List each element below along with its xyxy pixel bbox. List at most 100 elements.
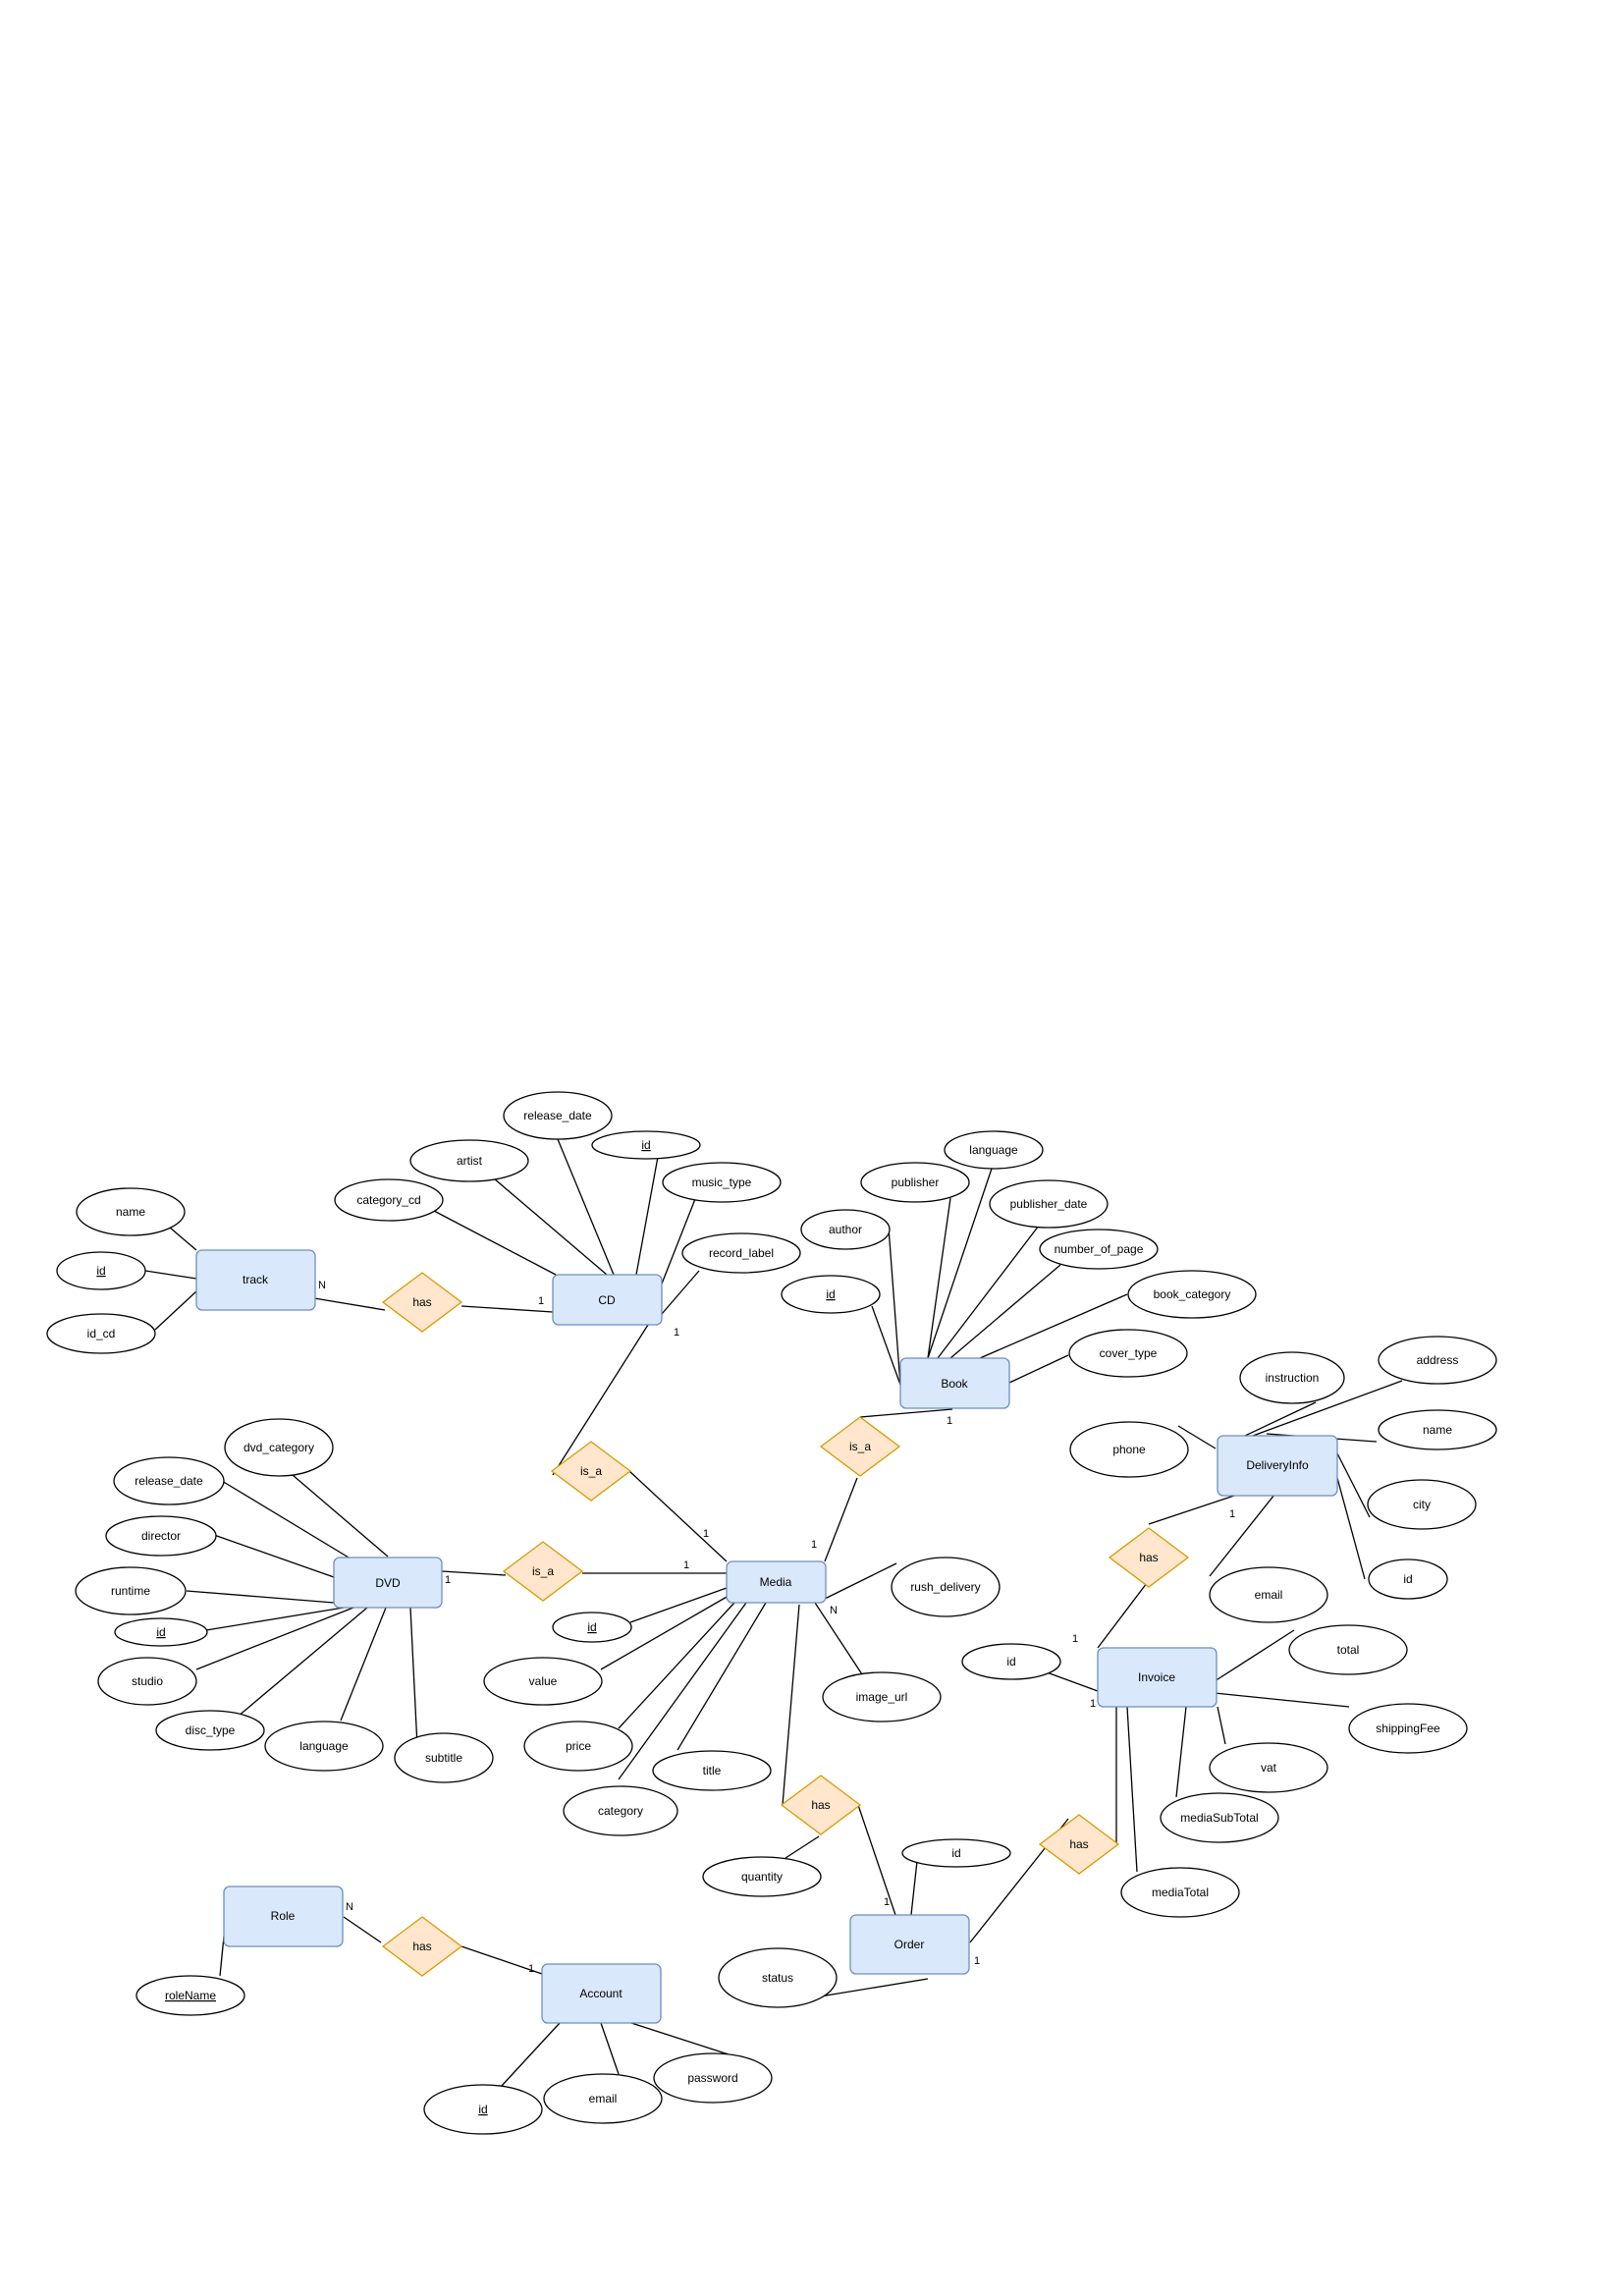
attribute-deliveryinfo-instruction[interactable]: instruction	[1239, 1351, 1345, 1404]
relationship-isa-cd-media[interactable]: is_a	[550, 1441, 632, 1502]
attribute-dvd-director[interactable]: director	[105, 1515, 217, 1557]
edge-dvd-disc_type	[237, 1607, 368, 1718]
attribute-label: id	[641, 1138, 650, 1152]
attribute-label: title	[703, 1764, 722, 1777]
attribute-cd-release_date[interactable]: release_date	[503, 1091, 613, 1140]
attribute-media-price[interactable]: price	[523, 1721, 633, 1772]
attribute-book-publisher[interactable]: publisher	[860, 1162, 970, 1203]
attribute-media-id[interactable]: id	[552, 1612, 632, 1643]
entity-label: Media	[760, 1575, 792, 1589]
attribute-dvd-studio[interactable]: studio	[97, 1657, 197, 1706]
relationship-isa-dvd-media[interactable]: is_a	[502, 1541, 584, 1602]
attribute-dvd-dvd_category[interactable]: dvd_category	[224, 1418, 334, 1477]
attribute-dvd-subtitle[interactable]: subtitle	[394, 1732, 494, 1783]
entity-invoice[interactable]: Invoice	[1097, 1647, 1218, 1708]
edge-track-id	[144, 1270, 197, 1280]
attribute-invoice-total[interactable]: total	[1288, 1624, 1408, 1675]
attribute-deliveryinfo-name[interactable]: name	[1378, 1409, 1497, 1450]
attribute-dvd-runtime[interactable]: runtime	[75, 1566, 187, 1615]
attribute-media-title[interactable]: title	[652, 1750, 772, 1791]
attribute-invoice-vat[interactable]: vat	[1209, 1742, 1328, 1793]
entity-deliveryinfo[interactable]: DeliveryInfo	[1217, 1435, 1338, 1497]
attribute-book-author[interactable]: author	[800, 1209, 891, 1250]
relationship-has-media-order[interactable]: has	[780, 1775, 862, 1835]
edge-inv-mediaTotal	[1126, 1706, 1138, 1873]
attribute-track-name[interactable]: name	[76, 1187, 186, 1236]
attribute-cd-category_cd[interactable]: category_cd	[334, 1178, 444, 1222]
cardinality-deliveryinfo-has: 1	[1229, 1508, 1235, 1520]
relationship-has-deliveryinfo-invoice[interactable]: has	[1108, 1527, 1190, 1588]
attribute-order-quantity[interactable]: quantity	[702, 1856, 822, 1897]
attribute-book-number_of_page[interactable]: number_of_page	[1039, 1229, 1159, 1270]
entity-book[interactable]: Book	[899, 1357, 1010, 1409]
attribute-label: publisher	[892, 1175, 940, 1189]
attribute-label: record_label	[709, 1246, 774, 1260]
attribute-cd-music_type[interactable]: music_type	[662, 1162, 782, 1203]
attribute-media-category[interactable]: category	[563, 1785, 678, 1836]
attribute-label: mediaSubTotal	[1180, 1811, 1258, 1825]
attribute-dvd-release_date[interactable]: release_date	[113, 1456, 225, 1505]
edge-order-status	[819, 1978, 929, 1997]
cardinality-cd-has: 1	[538, 1295, 544, 1307]
attribute-book-publisher_date[interactable]: publisher_date	[989, 1179, 1109, 1229]
attribute-dvd-id[interactable]: id	[114, 1617, 208, 1647]
relationship-isa-book-media[interactable]: is_a	[819, 1416, 901, 1477]
attribute-deliveryinfo-city[interactable]: city	[1367, 1479, 1477, 1530]
cardinality-dvd-isa: 1	[445, 1574, 451, 1586]
attribute-book-cover_type[interactable]: cover_type	[1068, 1329, 1188, 1378]
attribute-role-roleName[interactable]: roleName	[135, 1975, 245, 2016]
edge-cd-id	[635, 1156, 659, 1276]
attribute-track-id_cd[interactable]: id_cd	[46, 1313, 156, 1354]
relationship-label: has	[1069, 1837, 1088, 1851]
attribute-label: artist	[457, 1154, 483, 1168]
entity-label: Account	[579, 1987, 623, 2000]
cardinality-media-isa-cd: 1	[703, 1528, 709, 1540]
attribute-invoice-mediaTotal[interactable]: mediaTotal	[1120, 1867, 1240, 1918]
edge-di-city	[1336, 1452, 1371, 1518]
attribute-media-rush_delivery[interactable]: rush_delivery	[891, 1557, 1001, 1617]
attribute-cd-artist[interactable]: artist	[409, 1139, 529, 1182]
entity-order[interactable]: Order	[849, 1914, 970, 1975]
edge-inv-total	[1214, 1629, 1295, 1682]
attribute-order-status[interactable]: status	[718, 1947, 838, 2008]
relationship-label: has	[412, 1295, 431, 1309]
attribute-dvd-disc_type[interactable]: disc_type	[155, 1710, 265, 1751]
attribute-media-value[interactable]: value	[483, 1657, 603, 1706]
attribute-track-id[interactable]: id	[56, 1251, 146, 1290]
attribute-deliveryinfo-email[interactable]: email	[1209, 1566, 1328, 1623]
entity-account[interactable]: Account	[541, 1963, 662, 2024]
cardinality-invoice-has-order: 1	[1090, 1698, 1096, 1710]
attribute-label: studio	[132, 1674, 163, 1688]
entity-track[interactable]: track	[195, 1249, 316, 1311]
relationship-has-order-invoice[interactable]: has	[1038, 1814, 1120, 1875]
attribute-dvd-language[interactable]: language	[264, 1721, 384, 1772]
relationship-has-track-cd[interactable]: has	[381, 1272, 463, 1333]
edge-cd-category_cd	[433, 1210, 557, 1276]
entity-cd[interactable]: CD	[552, 1274, 663, 1326]
attribute-book-language[interactable]: language	[944, 1130, 1044, 1170]
attribute-media-image_url[interactable]: image_url	[822, 1671, 942, 1722]
attribute-cd-id[interactable]: id	[591, 1130, 701, 1160]
entity-role[interactable]: Role	[223, 1886, 344, 1947]
entity-dvd[interactable]: DVD	[333, 1557, 443, 1609]
entity-media[interactable]: Media	[726, 1560, 827, 1604]
attribute-label: address	[1417, 1353, 1459, 1367]
attribute-invoice-id[interactable]: id	[961, 1643, 1061, 1680]
attribute-deliveryinfo-address[interactable]: address	[1378, 1336, 1497, 1385]
attribute-deliveryinfo-phone[interactable]: phone	[1069, 1421, 1189, 1478]
attribute-invoice-shippingFee[interactable]: shippingFee	[1348, 1703, 1468, 1754]
attribute-label: rush_delivery	[910, 1580, 980, 1594]
attribute-account-password[interactable]: password	[653, 2052, 773, 2104]
attribute-invoice-mediaSubTotal[interactable]: mediaSubTotal	[1160, 1792, 1279, 1843]
attribute-deliveryinfo-id[interactable]: id	[1368, 1558, 1448, 1600]
attribute-order-id[interactable]: id	[901, 1838, 1011, 1868]
attribute-account-email[interactable]: email	[543, 2073, 663, 2124]
attribute-label: id	[1006, 1655, 1015, 1668]
attribute-account-id[interactable]: id	[423, 2084, 543, 2135]
attribute-cd-record_label[interactable]: record_label	[681, 1232, 801, 1274]
edge-dvd-director	[213, 1534, 335, 1578]
attribute-book-book_category[interactable]: book_category	[1127, 1270, 1257, 1319]
attribute-book-id[interactable]: id	[781, 1275, 881, 1314]
edge-di-email	[1209, 1494, 1275, 1577]
relationship-has-role-account[interactable]: has	[381, 1916, 463, 1977]
